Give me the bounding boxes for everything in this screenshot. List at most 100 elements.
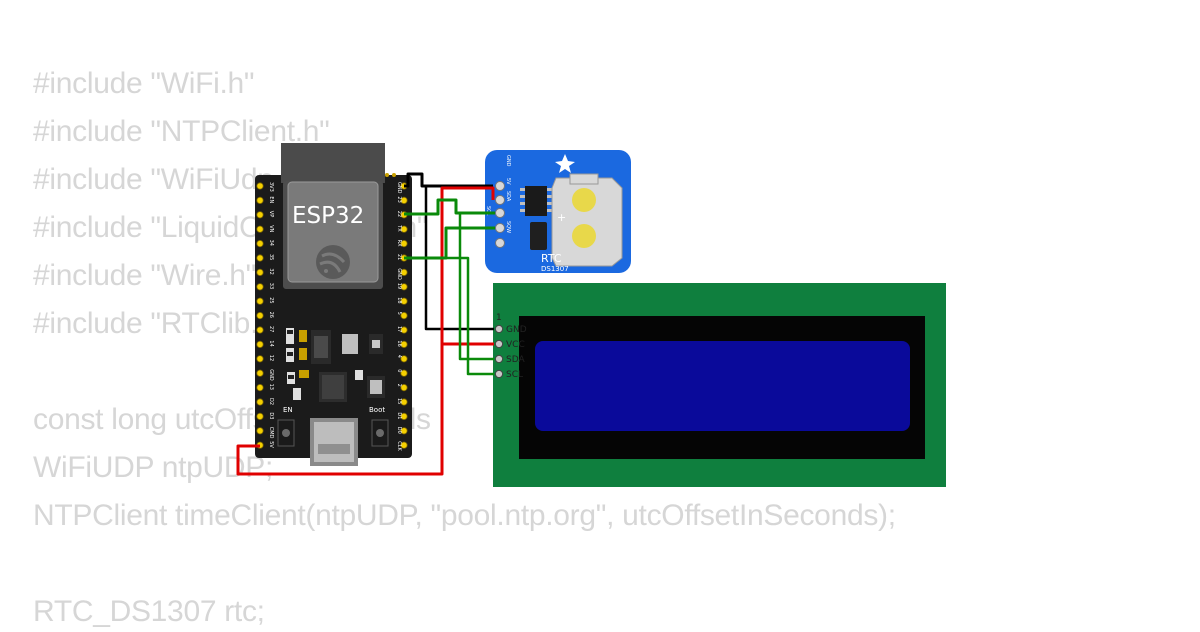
code-line: #include "Wire.h" — [33, 259, 256, 292]
esp32-pin-label: 25 — [268, 297, 274, 303]
esp32-pin-label: 22 — [396, 211, 402, 217]
rtc-pin-scl[interactable]: SCL — [485, 206, 505, 233]
esp32-pin-left-d2[interactable]: D2 — [256, 398, 274, 406]
code-line: #include "RTClib.h" — [33, 307, 285, 340]
esp32-pin-left-35[interactable]: 35 — [256, 254, 274, 262]
rtc-chip — [525, 186, 547, 216]
lcd-pin-vcc[interactable]: VCC — [494, 339, 525, 350]
lcd-pin-gnd-label: GND — [506, 325, 527, 335]
esp32-pin-left-27[interactable]: 27 — [256, 326, 274, 334]
rtc-plus-label: + — [557, 211, 566, 224]
esp32-pin-left-3v3[interactable]: 3V3 — [256, 182, 274, 192]
lcd-pin-sda[interactable]: SDA — [494, 354, 525, 365]
esp32-pin-right-17[interactable]: 17 — [396, 326, 408, 334]
esp32-pin-label: 18 — [396, 297, 402, 303]
esp32-pin-right-tx[interactable]: TX — [396, 224, 408, 233]
esp32-shield — [287, 181, 379, 283]
rtc-pin-5v-label: 5V — [505, 178, 511, 185]
esp32-pin-right-gnd[interactable]: GND — [396, 268, 408, 280]
esp32-pin-left-vp[interactable]: VP — [256, 211, 274, 219]
esp32-title: ESP32 — [292, 203, 364, 229]
boot-button[interactable] — [371, 419, 389, 447]
rtc-pin-sqw[interactable]: SQW — [495, 221, 512, 248]
esp32-pin-right-rx[interactable]: RX — [396, 240, 408, 248]
esp32-pin-label: D1 — [396, 412, 402, 419]
esp32-board[interactable]: ESP32 EN Boot — [255, 143, 412, 466]
rtc-pin-sda[interactable]: SDA — [495, 191, 512, 218]
esp32-pin-left-cmd[interactable]: CMD — [256, 427, 274, 439]
esp32-pin-left-34[interactable]: 34 — [256, 240, 274, 248]
esp32-pin-label: 19 — [396, 283, 402, 289]
en-button[interactable] — [277, 419, 295, 447]
esp32-pin-label: 0 — [396, 369, 402, 372]
esp32-pin-label: D2 — [268, 398, 274, 405]
esp32-pin-label: GND — [268, 369, 274, 381]
esp32-pin-right-5[interactable]: 5 — [396, 312, 408, 320]
esp32-pin-left-14[interactable]: 14 — [256, 340, 274, 348]
esp32-pin-label: 23 — [396, 196, 402, 202]
lcd-pin-gnd[interactable]: GND — [494, 324, 527, 335]
esp32-pin-label: 35 — [268, 254, 274, 260]
esp32-pin-left-12[interactable]: 12 — [256, 355, 274, 363]
esp32-pin-left-gnd[interactable]: GND — [256, 369, 274, 381]
esp32-pin-label: D3 — [268, 412, 274, 419]
esp32-pin-label: 3V3 — [268, 182, 274, 192]
wire-sda-rtc[interactable] — [404, 198, 495, 216]
rtc-module[interactable]: + RTC DS1307 GND 5V SDA SCL SQW — [485, 150, 631, 273]
esp32-pin-left-d3[interactable]: D3 — [256, 412, 274, 420]
esp32-pin-right-0[interactable]: 0 — [396, 369, 408, 377]
wires — [236, 172, 495, 476]
esp32-pin-right-d0[interactable]: D0 — [396, 427, 408, 435]
battery-contact-bottom — [572, 224, 596, 248]
esp32-pin-right-16[interactable]: 16 — [396, 340, 408, 348]
esp32-pin-right-18[interactable]: 18 — [396, 297, 408, 305]
wire-sda-lcd[interactable] — [456, 211, 494, 361]
esp32-antenna — [281, 143, 385, 183]
esp32-en-label: EN — [283, 406, 293, 414]
code-line: WiFiUDP ntpUDP; — [33, 451, 273, 484]
esp32-pin-label: D0 — [396, 427, 402, 434]
esp32-pin-left-33[interactable]: 33 — [256, 283, 274, 291]
esp32-pin-label: 13 — [268, 384, 274, 390]
esp32-pin-label: 4 — [396, 355, 402, 358]
rtc-pin-5v[interactable]: 5V — [495, 178, 512, 205]
esp32-pin-label: 2 — [396, 384, 402, 387]
rtc-pin-sqw-label: SQW — [505, 221, 511, 233]
wire-scl-rtc[interactable] — [404, 226, 495, 260]
wire-5v-rtc[interactable] — [236, 186, 495, 476]
esp32-pin-label: CLK — [396, 441, 402, 451]
esp32-pin-label: 27 — [268, 326, 274, 332]
esp32-pin-left-vn[interactable]: VN — [256, 225, 274, 233]
esp32-pin-label: VP — [268, 211, 274, 217]
esp32-pin-right-4[interactable]: 4 — [396, 355, 408, 363]
esp32-pin-left-25[interactable]: 25 — [256, 297, 274, 305]
code-line: #include "WiFi.h" — [33, 67, 255, 100]
code-line: #include "NTPClient.h" — [33, 115, 330, 148]
esp32-boot-label: Boot — [369, 406, 385, 414]
esp32-pin-left-13[interactable]: 13 — [256, 384, 274, 392]
esp32-pin-label: 17 — [396, 326, 402, 332]
esp32-pin-right-d1[interactable]: D1 — [396, 412, 408, 420]
lcd-pin1-label: 1 — [496, 313, 502, 323]
esp32-components — [286, 328, 385, 402]
rtc-title: RTC — [541, 252, 562, 265]
esp32-pin-left-en[interactable]: EN — [256, 196, 274, 204]
esp32-pin-header-left: 3V3ENVPVN343532332526271412GND13D2D3CMD5… — [256, 182, 274, 449]
wire-gnd-rtc[interactable] — [404, 172, 493, 188]
lcd-module[interactable]: 1 GND VCC SDA SCL — [493, 283, 946, 487]
esp32-pin-right-23[interactable]: 23 — [396, 196, 408, 204]
esp32-pin-left-26[interactable]: 26 — [256, 312, 274, 320]
esp32-pin-right-clk[interactable]: CLK — [396, 441, 408, 451]
lcd-pin-scl[interactable]: SCL — [494, 369, 523, 380]
usb-port[interactable] — [310, 418, 358, 466]
esp32-pin-right-15[interactable]: 15 — [396, 398, 408, 406]
esp32-pin-label: CMD — [268, 427, 274, 439]
rtc-pin-gnd[interactable]: GND — [495, 155, 512, 191]
esp32-pin-right-19[interactable]: 19 — [396, 283, 408, 291]
esp32-pin-label: EN — [268, 196, 274, 203]
code-line: NTPClient timeClient(ntpUDP, "pool.ntp.o… — [33, 499, 896, 532]
esp32-pin-left-32[interactable]: 32 — [256, 268, 274, 276]
esp32-pin-right-2[interactable]: 2 — [396, 384, 408, 392]
wire-scl-lcd[interactable] — [446, 256, 494, 376]
